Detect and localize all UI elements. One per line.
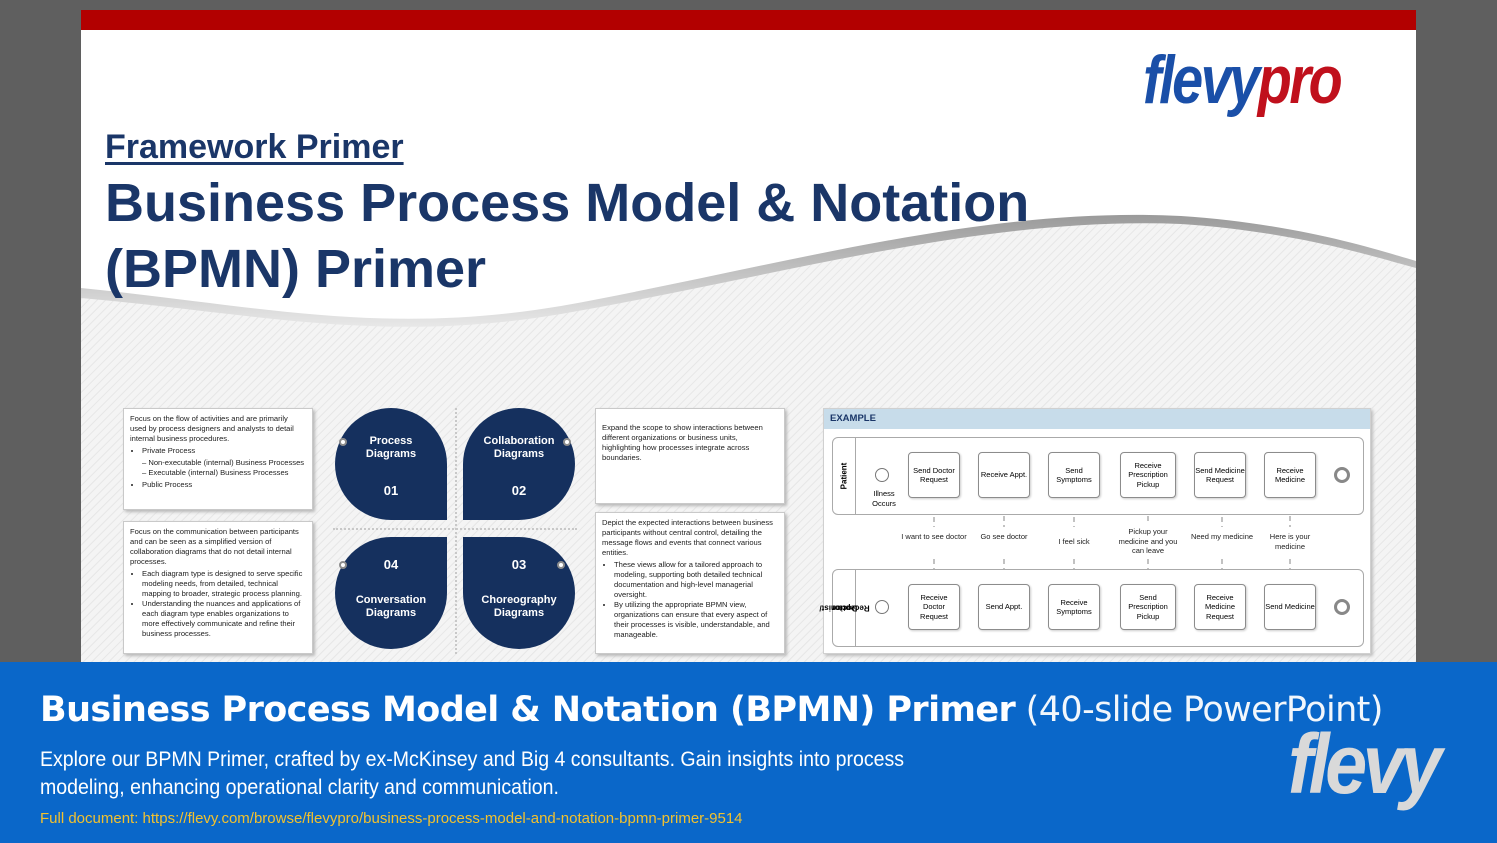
divider-horizontal xyxy=(333,528,577,530)
card-text: Focus on the communication between parti… xyxy=(130,527,299,566)
banner-title: Business Process Model & Notation (BPMN)… xyxy=(40,690,1383,730)
start-event xyxy=(875,468,889,482)
bpmn-task: Send Medicine xyxy=(1264,584,1316,630)
bpmn-task: Send Appt. xyxy=(978,584,1030,630)
card-bullet: These views allow for a tailored approac… xyxy=(614,560,778,600)
card-bullet: By utilizing the appropriate BPMN view, … xyxy=(614,600,778,640)
example-header: EXAMPLE xyxy=(824,409,1370,429)
slide-title-line2: (BPMN) Primer xyxy=(105,239,487,299)
red-top-bar xyxy=(81,10,1416,30)
card-bullet: Each diagram type is designed to serve s… xyxy=(142,569,306,599)
divider-vertical xyxy=(455,408,457,654)
bpmn-task: Receive Doctor Request xyxy=(908,584,960,630)
card-subbullet: – Non-executable (internal) Business Pro… xyxy=(142,458,305,467)
start-event-label: Illness Occurs xyxy=(872,489,896,508)
message-label: I want to see doctor xyxy=(901,532,967,541)
flevypro-logo: flevypro xyxy=(1143,42,1343,118)
message-label: Go see doctor xyxy=(980,532,1028,541)
message-label: Here is your medicine xyxy=(1269,532,1311,551)
bpmn-task: Receive Prescription Pickup xyxy=(1120,452,1176,498)
connector-dot xyxy=(339,438,347,446)
bpmn-task: Receive Symptoms xyxy=(1048,584,1100,630)
card-text: Depict the expected interactions between… xyxy=(602,518,773,557)
message-label: Need my medicine xyxy=(1190,532,1254,541)
connector-dot xyxy=(339,561,347,569)
bpmn-task: Send Prescription Pickup xyxy=(1120,584,1176,630)
bpmn-task: Receive Medicine Request xyxy=(1194,584,1246,630)
end-event xyxy=(1334,599,1350,615)
document-link[interactable]: Full document: https://flevy.com/browse/… xyxy=(40,810,743,827)
banner-description: Explore our BPMN Primer, crafted by ex-M… xyxy=(40,748,905,799)
card-bullet: Public Process xyxy=(142,480,306,490)
end-event xyxy=(1334,467,1350,483)
collaboration-diagrams-card: Expand the scope to show interactions be… xyxy=(595,408,785,504)
flevy-logo: flevy xyxy=(1288,717,1442,811)
bpmn-task: Receive Medicine xyxy=(1264,452,1316,498)
card-bullet: Understanding the nuances and applicatio… xyxy=(142,599,306,639)
bpmn-task: Send Medicine Request xyxy=(1194,452,1246,498)
bpmn-example-panel: EXAMPLE xyxy=(819,408,1371,654)
message-label: I feel sick xyxy=(1058,537,1090,546)
slide-title-line1: Business Process Model & Notation xyxy=(105,173,1030,233)
bpmn-task: Send Symptoms xyxy=(1048,452,1100,498)
bpmn-task: Send Doctor Request xyxy=(908,452,960,498)
info-banner: Business Process Model & Notation (BPMN)… xyxy=(0,662,1497,843)
pool-label-patient: Patient xyxy=(839,462,849,490)
slide-kicker: Framework Primer xyxy=(105,128,404,166)
card-subbullet: – Executable (internal) Business Process… xyxy=(142,468,289,477)
start-event xyxy=(875,600,889,614)
card-text: Focus on the flow of activities and are … xyxy=(130,414,294,443)
bpmn-task: Receive Appt. xyxy=(978,452,1030,498)
card-bullet: Private Process xyxy=(142,446,306,456)
slide-title: Business Process Model & Notation (BPMN)… xyxy=(105,170,1105,302)
connector-dot xyxy=(563,438,571,446)
card-text: Expand the scope to show interactions be… xyxy=(602,423,763,462)
slide-preview: flevypro Framework Primer Business Proce… xyxy=(81,10,1416,662)
process-diagrams-card: Focus on the flow of activities and are … xyxy=(123,408,313,510)
conversation-diagrams-card: Focus on the communication between parti… xyxy=(123,521,313,654)
message-label: Pickup your medicine and you can leave xyxy=(1118,527,1178,555)
choreography-diagrams-card: Depict the expected interactions between… xyxy=(595,512,785,654)
connector-dot xyxy=(557,561,565,569)
